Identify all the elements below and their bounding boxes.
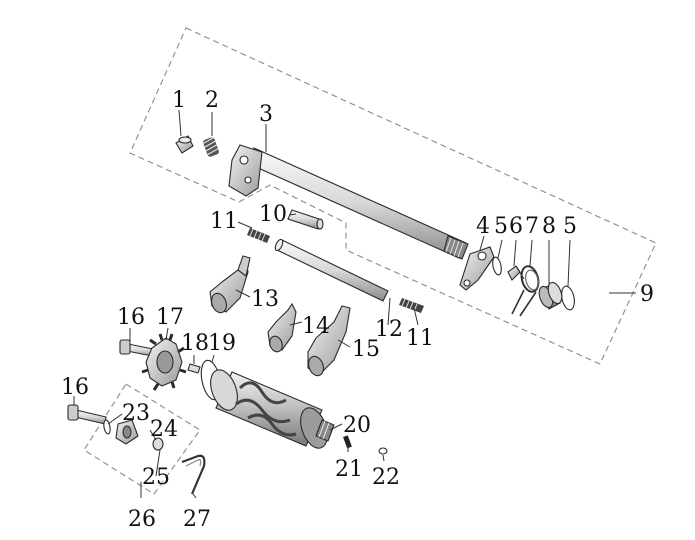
- callout-19: 19: [208, 331, 236, 356]
- part-21-pin: [343, 435, 352, 449]
- callout-4: 4: [476, 214, 490, 239]
- callout-8: 8: [542, 214, 556, 239]
- callout-5-right: 5: [563, 214, 577, 239]
- part-1-cap: [175, 135, 194, 154]
- callout-26: 26: [128, 507, 156, 532]
- callout-2: 2: [205, 88, 219, 113]
- callout-3: 3: [259, 102, 273, 127]
- callout-9: 9: [640, 282, 654, 307]
- part-15-shift-fork: [307, 305, 351, 377]
- callout-6: 6: [509, 214, 523, 239]
- callout-11-right: 11: [406, 326, 434, 351]
- callout-7: 7: [525, 214, 539, 239]
- part-23-washer: [103, 419, 111, 435]
- callout-23: 23: [122, 401, 150, 426]
- callout-15: 15: [352, 337, 380, 362]
- part-5-washer: [492, 256, 502, 276]
- part-4-arm: [459, 246, 495, 291]
- part-18-pin: [187, 363, 201, 374]
- part-24-washer: [152, 437, 164, 451]
- part-14-shift-fork: [267, 302, 297, 353]
- callout-27: 27: [183, 507, 211, 532]
- callout-5: 5: [494, 214, 508, 239]
- part-11-spring-left: [247, 228, 270, 243]
- part-24-gear-segment: [115, 419, 139, 445]
- assembly-9-dashed-frame: [129, 27, 657, 365]
- callout-25: 25: [142, 465, 170, 490]
- part-3-shift-shaft: [228, 144, 469, 260]
- callout-16-upper: 16: [117, 305, 145, 330]
- callout-18: 18: [181, 331, 209, 356]
- callout-10: 10: [259, 202, 287, 227]
- part-12-rod: [274, 238, 389, 302]
- callout-21: 21: [335, 457, 363, 482]
- callout-20: 20: [343, 413, 371, 438]
- part-20-shift-drum: [210, 369, 335, 449]
- part-6-clip: [507, 265, 525, 281]
- leader-lines: [73, 109, 636, 499]
- callout-17: 17: [156, 305, 184, 330]
- part-13-shift-fork: [209, 255, 251, 314]
- callout-22: 22: [372, 465, 400, 490]
- callout-14: 14: [302, 314, 330, 339]
- callout-numbers: 1 2 3 4 5 6 7 8 5 9 10 11 11 12 13 14 15…: [61, 88, 654, 532]
- callout-24: 24: [150, 417, 178, 442]
- part-17-star-cam: [141, 333, 187, 391]
- assembly-26-dashed-frame: [83, 383, 201, 495]
- part-7-torsion-spring: [511, 265, 540, 317]
- part-11-spring-right: [399, 298, 424, 313]
- part-10-pin: [287, 209, 324, 230]
- part-25-spring-clip: [181, 454, 206, 495]
- callout-1: 1: [172, 88, 186, 113]
- part-2-spring: [203, 136, 219, 157]
- part-8-collar: [538, 281, 563, 310]
- part-16-bolt-lower: [67, 404, 107, 425]
- callout-13: 13: [251, 287, 279, 312]
- part-22-ring: [378, 447, 388, 455]
- callout-11-left: 11: [210, 209, 238, 234]
- callout-16-lower: 16: [61, 375, 89, 400]
- callout-12: 12: [375, 317, 403, 342]
